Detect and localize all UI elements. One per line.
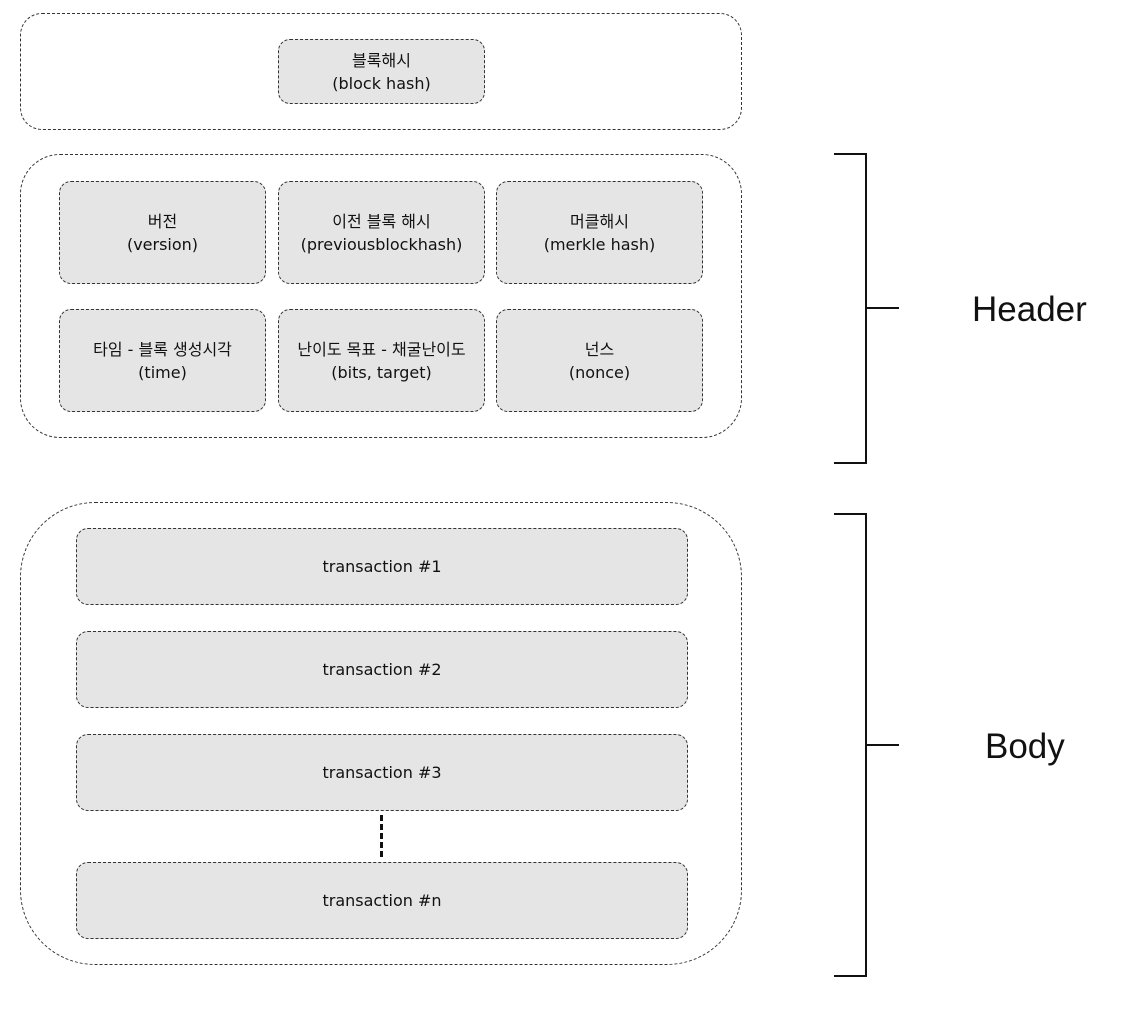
ellipsis-connector [380, 815, 383, 857]
header-field-merkle-hash: 머클해시 (merkle hash) [496, 181, 703, 284]
body-bracket-tick [865, 744, 899, 746]
block-hash-korean: 블록해시 [352, 50, 411, 70]
body-label: Body [985, 727, 1065, 766]
block-hash-english: (block hash) [332, 73, 431, 93]
header-field-korean: 머클해시 [570, 211, 629, 231]
transaction-3: transaction #3 [76, 734, 688, 811]
header-field-time: 타임 - 블록 생성시각 (time) [59, 309, 266, 412]
transaction-2: transaction #2 [76, 631, 688, 708]
header-field-english: (nonce) [568, 362, 631, 382]
header-field-english: (previousblockhash) [300, 234, 463, 254]
block-hash-cell: 블록해시 (block hash) [278, 39, 485, 104]
header-field-bits-target: 난이도 목표 - 채굴난이도 (bits, target) [278, 309, 485, 412]
header-field-version: 버전 (version) [59, 181, 266, 284]
header-field-korean: 넌스 [584, 339, 615, 359]
header-field-english: (time) [138, 362, 187, 382]
header-label: Header [972, 290, 1087, 329]
header-field-korean: 난이도 목표 - 채굴난이도 [297, 339, 466, 359]
header-field-english: (merkle hash) [543, 234, 656, 254]
header-field-nonce: 넌스 (nonce) [496, 309, 703, 412]
transaction-1: transaction #1 [76, 528, 688, 605]
body-bracket [834, 513, 867, 977]
header-bracket [834, 153, 867, 464]
header-field-korean: 타임 - 블록 생성시각 [93, 339, 232, 359]
header-field-previousblockhash: 이전 블록 해시 (previousblockhash) [278, 181, 485, 284]
header-field-english: (version) [126, 234, 199, 254]
header-field-korean: 이전 블록 해시 [332, 211, 431, 231]
header-field-english: (bits, target) [331, 362, 432, 382]
transaction-n: transaction #n [76, 862, 688, 939]
header-field-korean: 버전 [147, 211, 178, 231]
header-bracket-tick [865, 307, 899, 309]
